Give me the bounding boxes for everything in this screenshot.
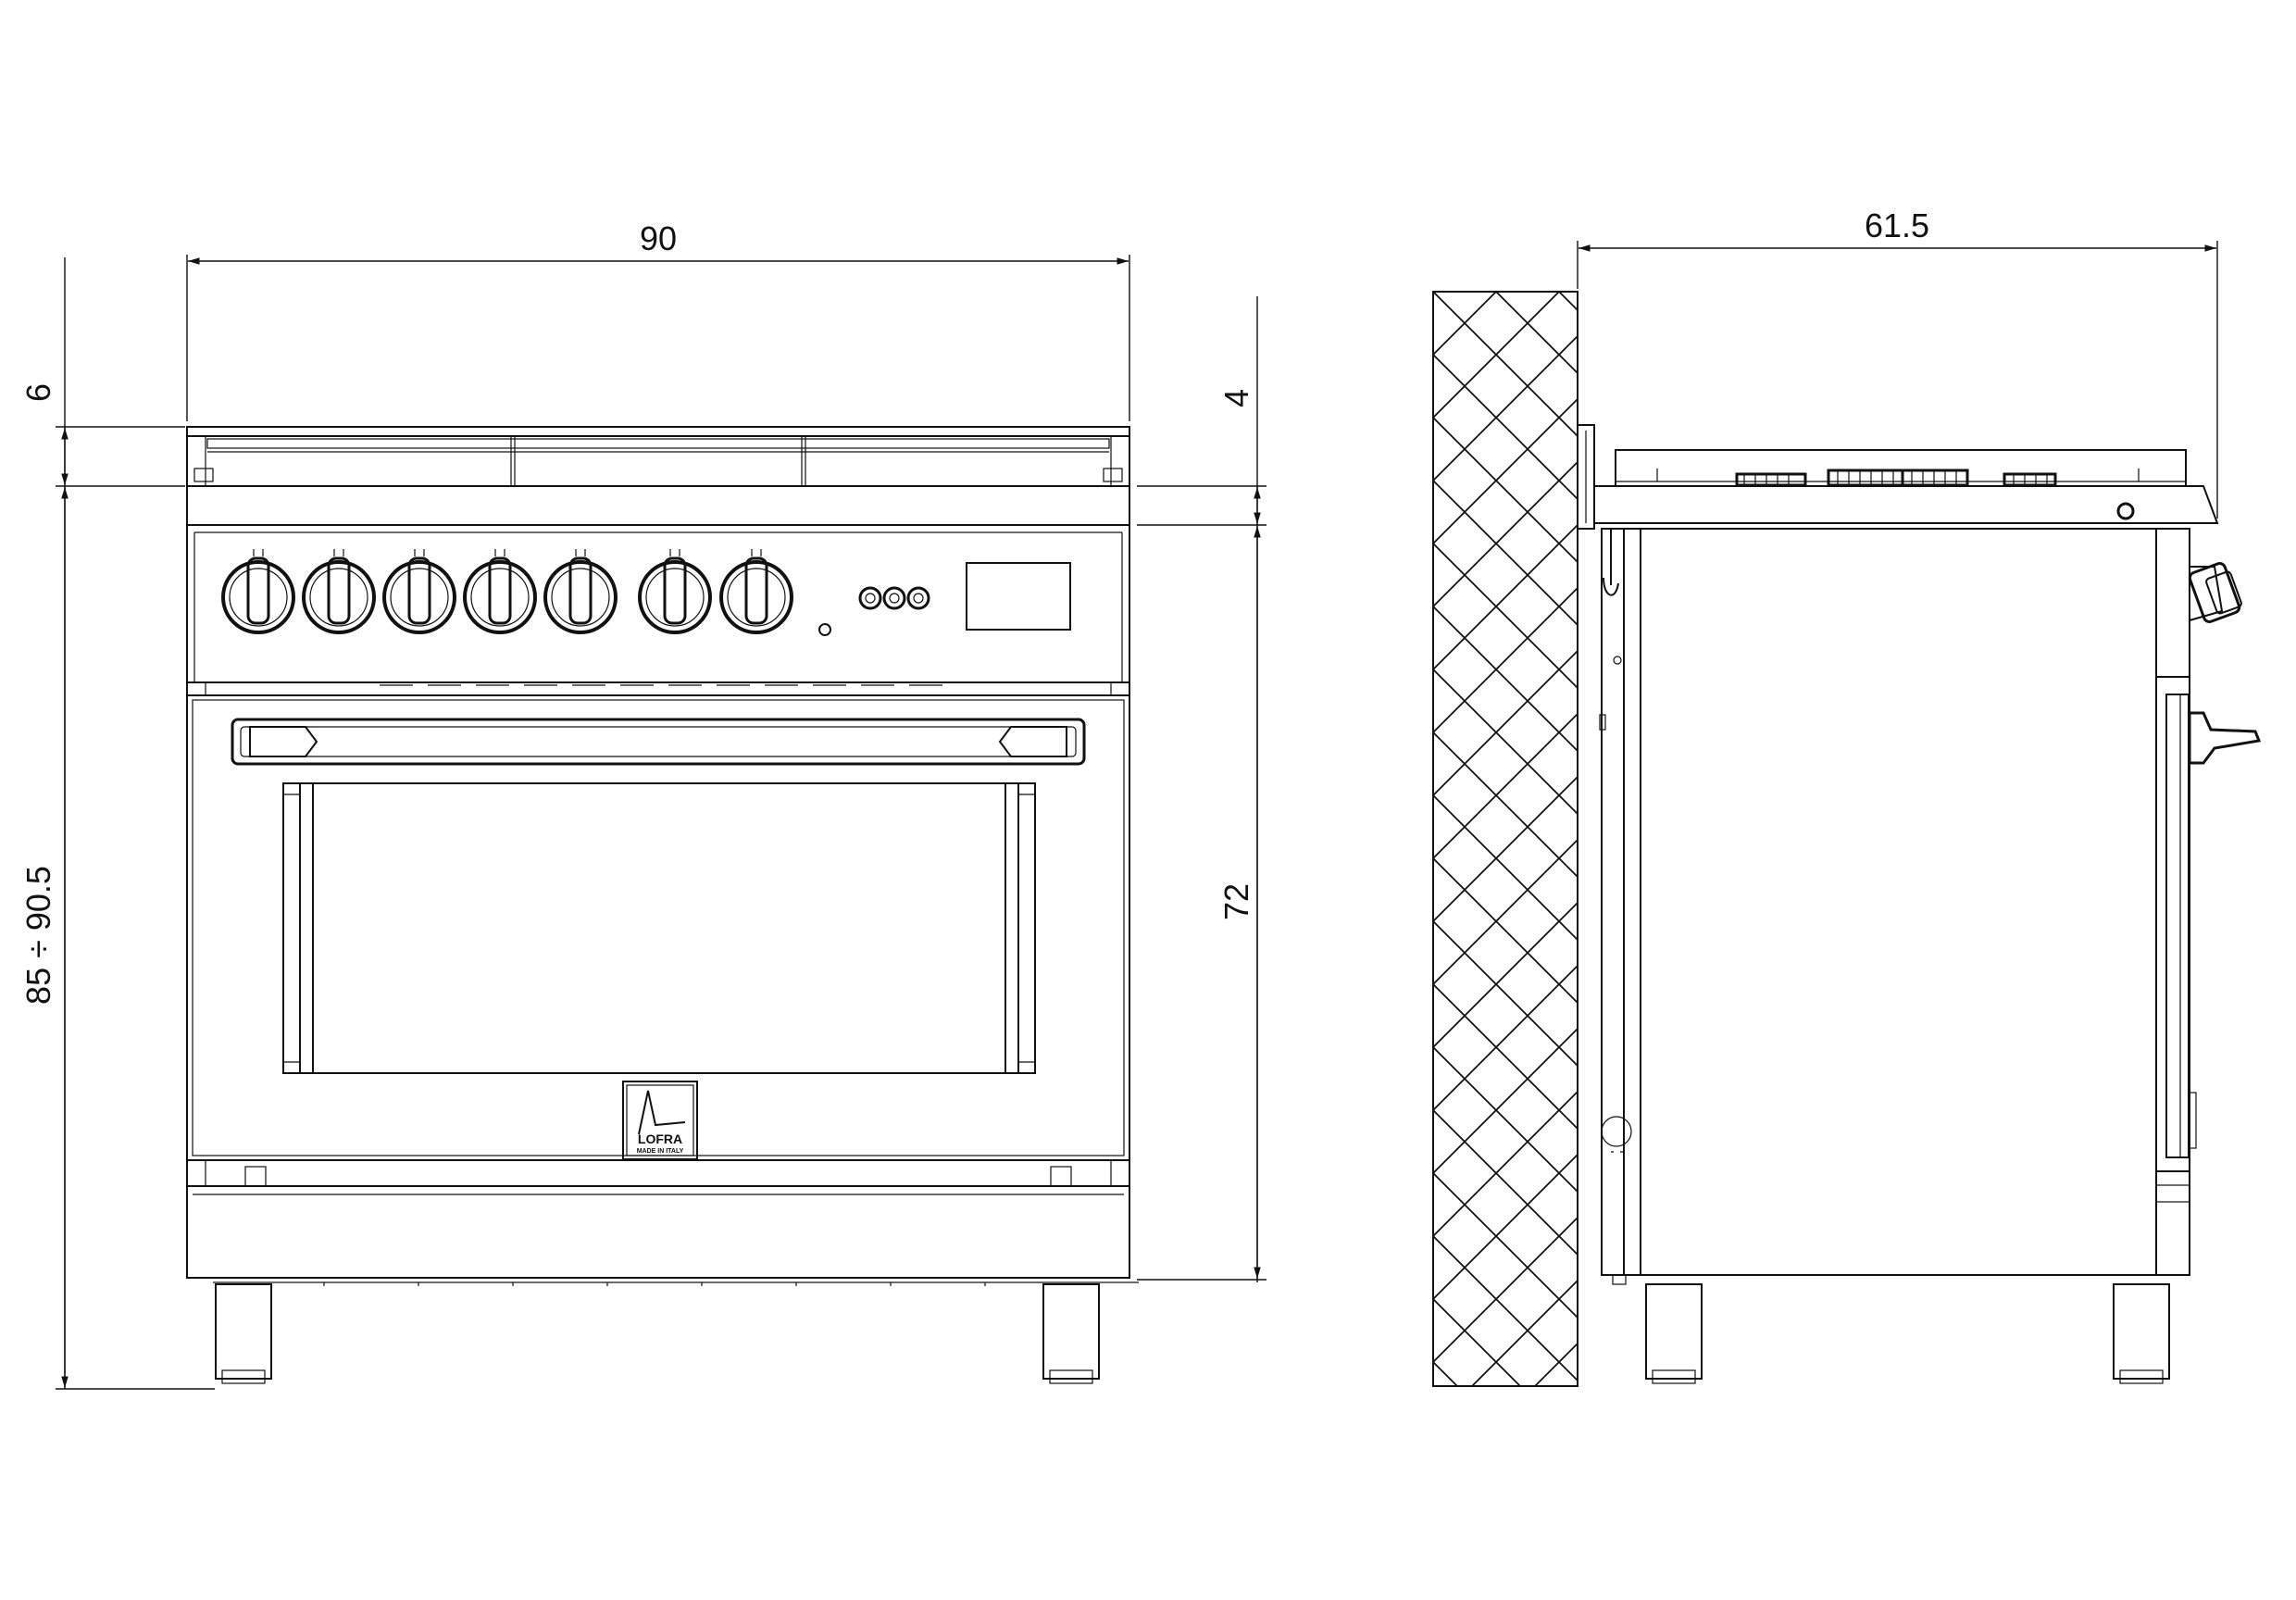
front-grate — [186, 426, 1130, 487]
dim-grate-height: 6 — [19, 383, 57, 402]
dimension-labels: 90 61.5 6 85 ÷ 90.5 4 72 — [19, 206, 1929, 1005]
side-backsplash — [1577, 424, 1595, 530]
side-front-panel — [2155, 528, 2197, 1276]
front-legs — [215, 1283, 1100, 1384]
dim-hob-height: 4 — [1217, 389, 1255, 407]
knob-2 — [302, 549, 376, 634]
brand-tagline: MADE IN ITALY — [637, 1148, 684, 1155]
side-legs — [1645, 1283, 2170, 1384]
knob-4 — [463, 549, 537, 634]
knob-6 — [638, 549, 712, 634]
oven-window — [282, 782, 1036, 1074]
brand-name: LOFRA — [638, 1131, 682, 1146]
knob-7 — [719, 549, 793, 634]
control-knobs — [221, 549, 793, 634]
knob-1 — [221, 549, 295, 634]
front-view: LOFRA MADE IN ITALY — [186, 426, 1139, 1384]
function-buttons — [858, 586, 930, 610]
side-burners — [1735, 469, 2057, 487]
front-hob-strip — [186, 485, 1130, 526]
dim-front-width: 90 — [640, 219, 677, 257]
indicator-light — [818, 623, 831, 636]
rear-pipe — [1601, 529, 1619, 596]
kick-panel — [186, 1159, 1139, 1286]
side-knob — [2188, 562, 2242, 623]
display-window — [966, 562, 1071, 631]
side-body — [1599, 528, 2157, 1285]
oven-vent-strip — [186, 681, 1130, 696]
wall — [1432, 291, 1578, 1387]
brand-logo-mark — [638, 1090, 686, 1135]
oven-handle — [231, 718, 1086, 766]
dim-body-height: 72 — [1217, 883, 1255, 920]
side-view — [1432, 291, 2262, 1387]
side-handle — [2188, 711, 2262, 765]
knob-5 — [543, 549, 618, 634]
brand-badge: LOFRA MADE IN ITALY — [622, 1081, 698, 1160]
knob-3 — [382, 549, 456, 634]
dimension-lines — [56, 241, 2218, 1390]
dim-total-height: 85 ÷ 90.5 — [19, 866, 57, 1005]
dim-side-depth: 61.5 — [1865, 206, 1929, 244]
